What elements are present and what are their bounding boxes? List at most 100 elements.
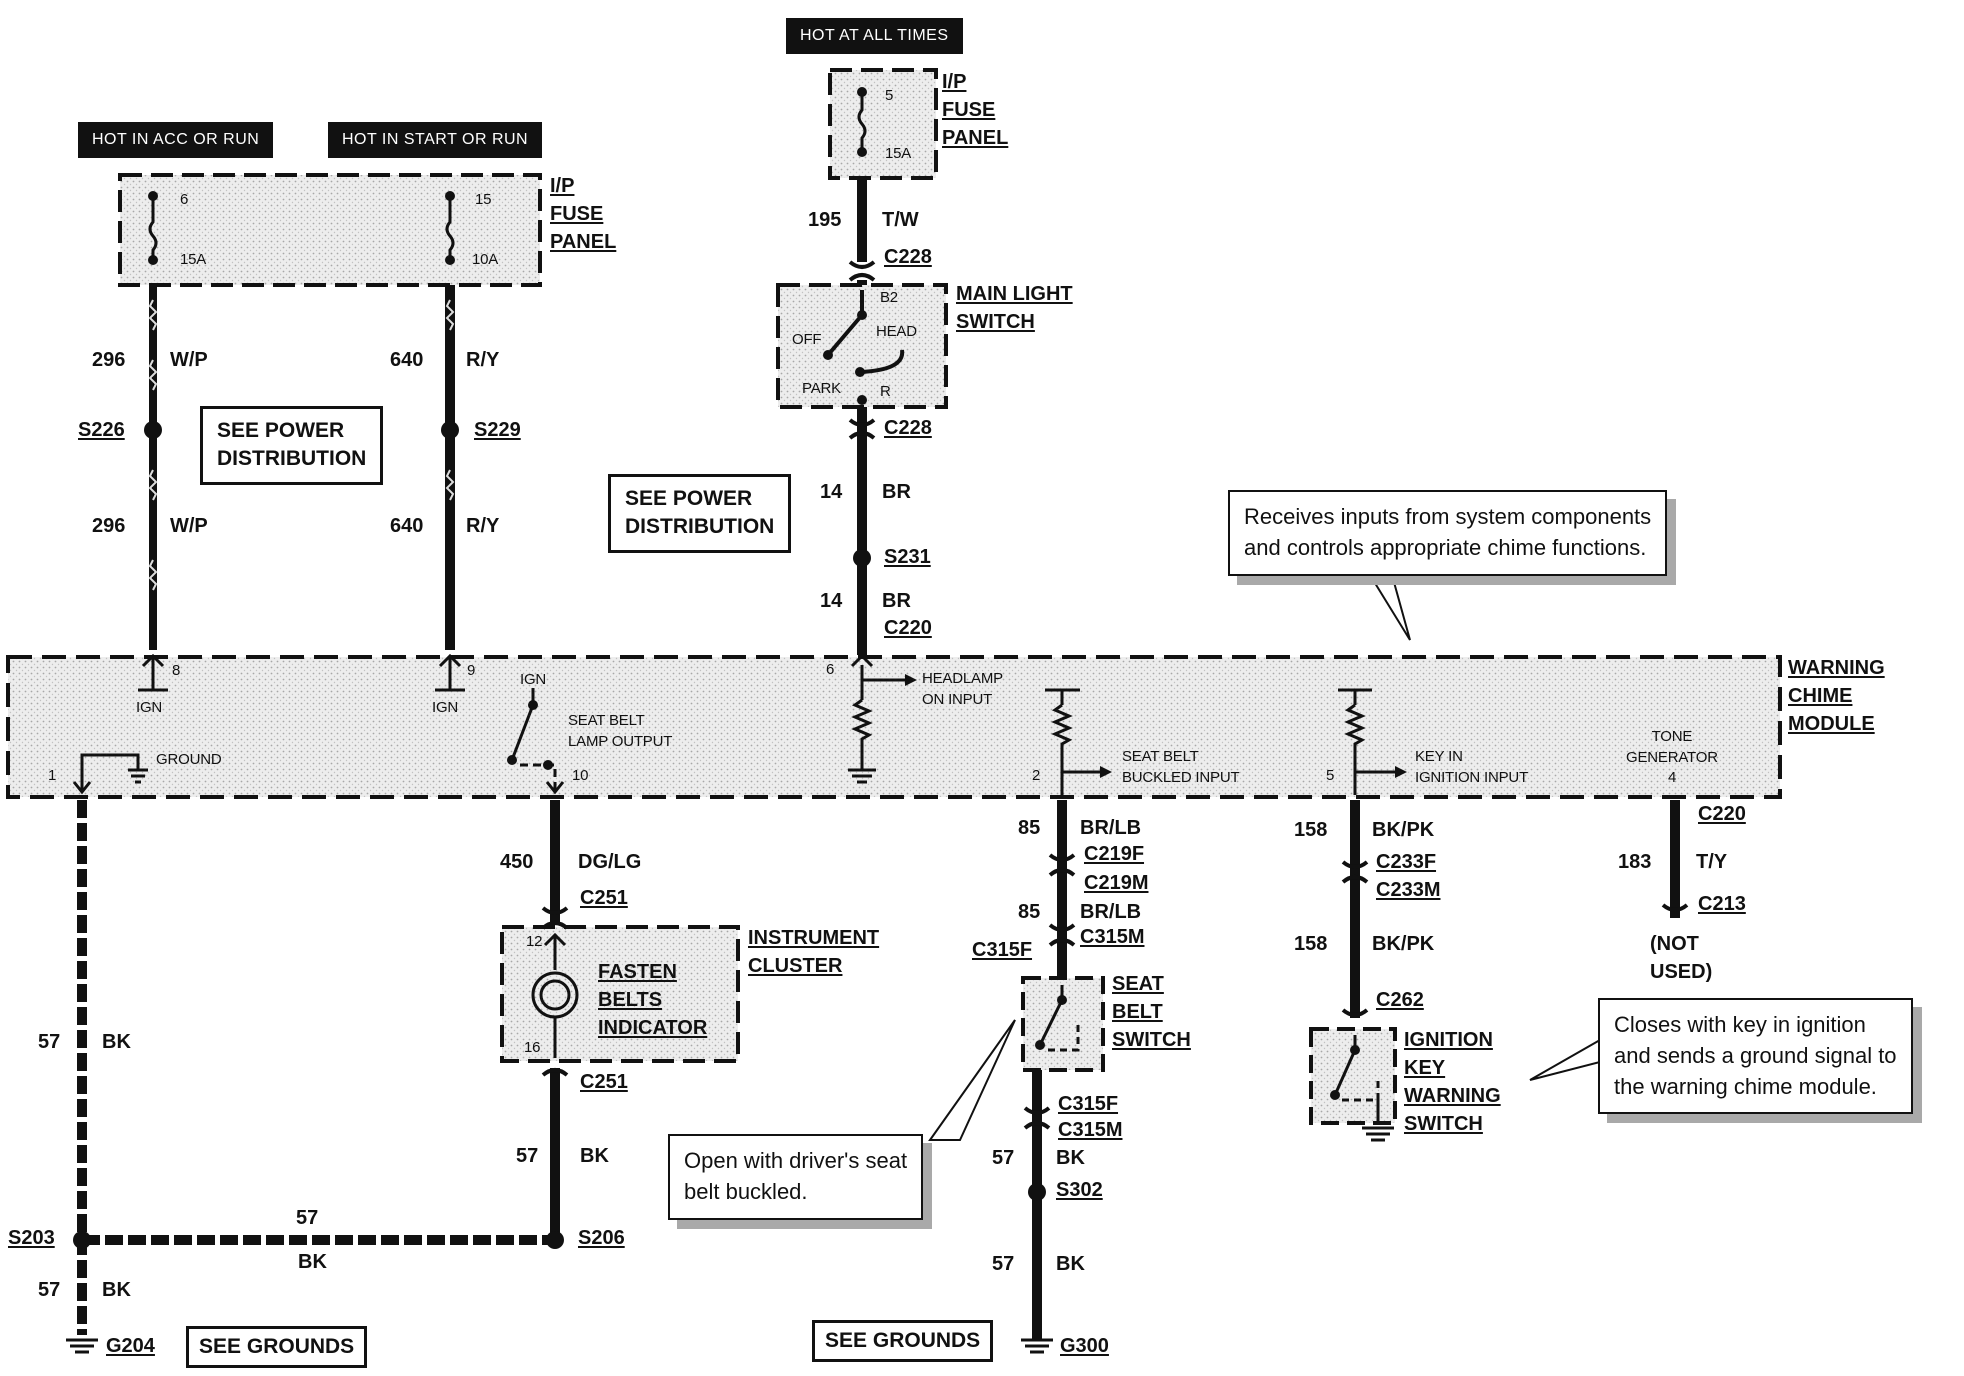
wire-296-a-color: W/P [170,349,208,371]
splice-s231-dot [853,549,871,567]
splice-s302-dot [1028,1183,1046,1201]
connector-c233m: C233M [1376,879,1441,901]
connector-c251-bottom: C251 [580,1071,628,1093]
connector-c315m-top: C315M [1080,926,1145,948]
wire-85-a-circuit: 85 [1018,817,1041,839]
fuse-15-symbol [445,196,455,260]
wire-57-g204-color: BK [102,1279,131,1301]
module-ign-9: IGN [432,699,459,716]
module-pin-2: 2 [1032,767,1041,784]
wire-57-cluster-circuit: 57 [516,1145,539,1167]
ignition-key-switch-box [1309,1027,1397,1125]
module-pin-4: 4 [1668,769,1677,786]
splice-s226: S226 [78,419,125,441]
splice-s231: S231 [884,546,931,568]
fuse-5-rating: 15A [885,145,912,162]
fuse-6-number: 6 [180,191,189,208]
header-hot-start-run: HOT IN START OR RUN [328,122,543,158]
wire-183-color: T/Y [1696,851,1728,873]
connector-c219f: C219F [1084,843,1145,865]
wire-85-a-color: BR/LB [1080,817,1142,839]
wire-640-b-circuit: 640 [390,515,424,537]
wire-57-seat-b-circuit: 57 [992,1253,1015,1275]
wire-640-b-color: R/Y [466,515,500,537]
wire-158-a-circuit: 158 [1294,819,1328,841]
wire-158-a-color: BK/PK [1372,819,1435,841]
module-pin-5: 5 [1326,767,1335,784]
connector-c220-top: C220 [884,617,932,639]
wire-14-b-circuit: 14 [820,590,843,612]
wire-183-circuit: 183 [1618,851,1652,873]
connector-c219m: C219M [1084,872,1149,894]
wire-57-g204-circuit: 57 [38,1279,61,1301]
splice-s229: S229 [474,419,521,441]
wire-14-b-color: BR [882,590,911,612]
module-ign-8: IGN [136,699,163,716]
wire-57-seat-b-color: BK [1056,1253,1085,1275]
connector-c220-right: C220 [1698,803,1746,825]
module-pin-9: 9 [467,662,476,679]
fuse-panel-top-box [828,68,938,180]
wire-57-seat-a-circuit: 57 [992,1147,1015,1169]
wire-195-circuit: 195 [808,209,842,231]
main-light-pin-b2: B2 [880,289,898,306]
connector-c213: C213 [1698,893,1746,915]
see-grounds-left[interactable]: SEE GROUNDS [186,1326,368,1369]
wire-14-a-color: BR [882,481,911,503]
fuse-5-symbol [857,92,867,152]
wire-57-horizontal-color: BK [298,1251,327,1273]
main-light-pin-r: R [880,383,891,400]
fuse-15-rating: 10A [472,251,499,268]
module-pin-8: 8 [172,662,181,679]
splice-s203: S203 [8,1227,55,1249]
splice-s229-dot [441,421,459,439]
wire-640-a-circuit: 640 [390,349,424,371]
see-grounds-mid[interactable]: SEE GROUNDS [812,1320,994,1363]
wire-14-a-circuit: 14 [820,481,843,503]
main-light-park: PARK [802,380,841,397]
wire-296-a-circuit: 296 [92,349,126,371]
splice-s302: S302 [1056,1179,1103,1201]
wire-57-cluster-color: BK [580,1145,609,1167]
module-pin-1: 1 [48,767,57,784]
wire-640-a-color: R/Y [466,349,500,371]
wire-158-b-circuit: 158 [1294,933,1328,955]
connector-c315m-bottom: C315M [1058,1119,1123,1141]
header-hot-acc-run: HOT IN ACC OR RUN [78,122,274,158]
cluster-pin-12: 12 [526,933,543,950]
connector-c315f-top: C315F [972,939,1033,961]
wire-57-left-color: BK [102,1031,131,1053]
module-ground-label: GROUND [156,751,222,768]
wire-296-b-circuit: 296 [92,515,126,537]
module-pin-6: 6 [826,661,835,678]
wire-296-b-color: W/P [170,515,208,537]
header-hot-all-times: HOT AT ALL TIMES [786,18,963,54]
fuse-5-number: 5 [885,87,894,104]
ground-g204: G204 [106,1335,155,1357]
module-pin-10: 10 [572,767,589,784]
wire-57-seat-a-color: BK [1056,1147,1085,1169]
connector-c262: C262 [1376,989,1424,1011]
connector-c228-bottom: C228 [884,417,932,439]
splice-s206-dot [546,1231,564,1249]
wire-195-color: T/W [882,209,919,231]
fuse-6-symbol [148,196,158,260]
